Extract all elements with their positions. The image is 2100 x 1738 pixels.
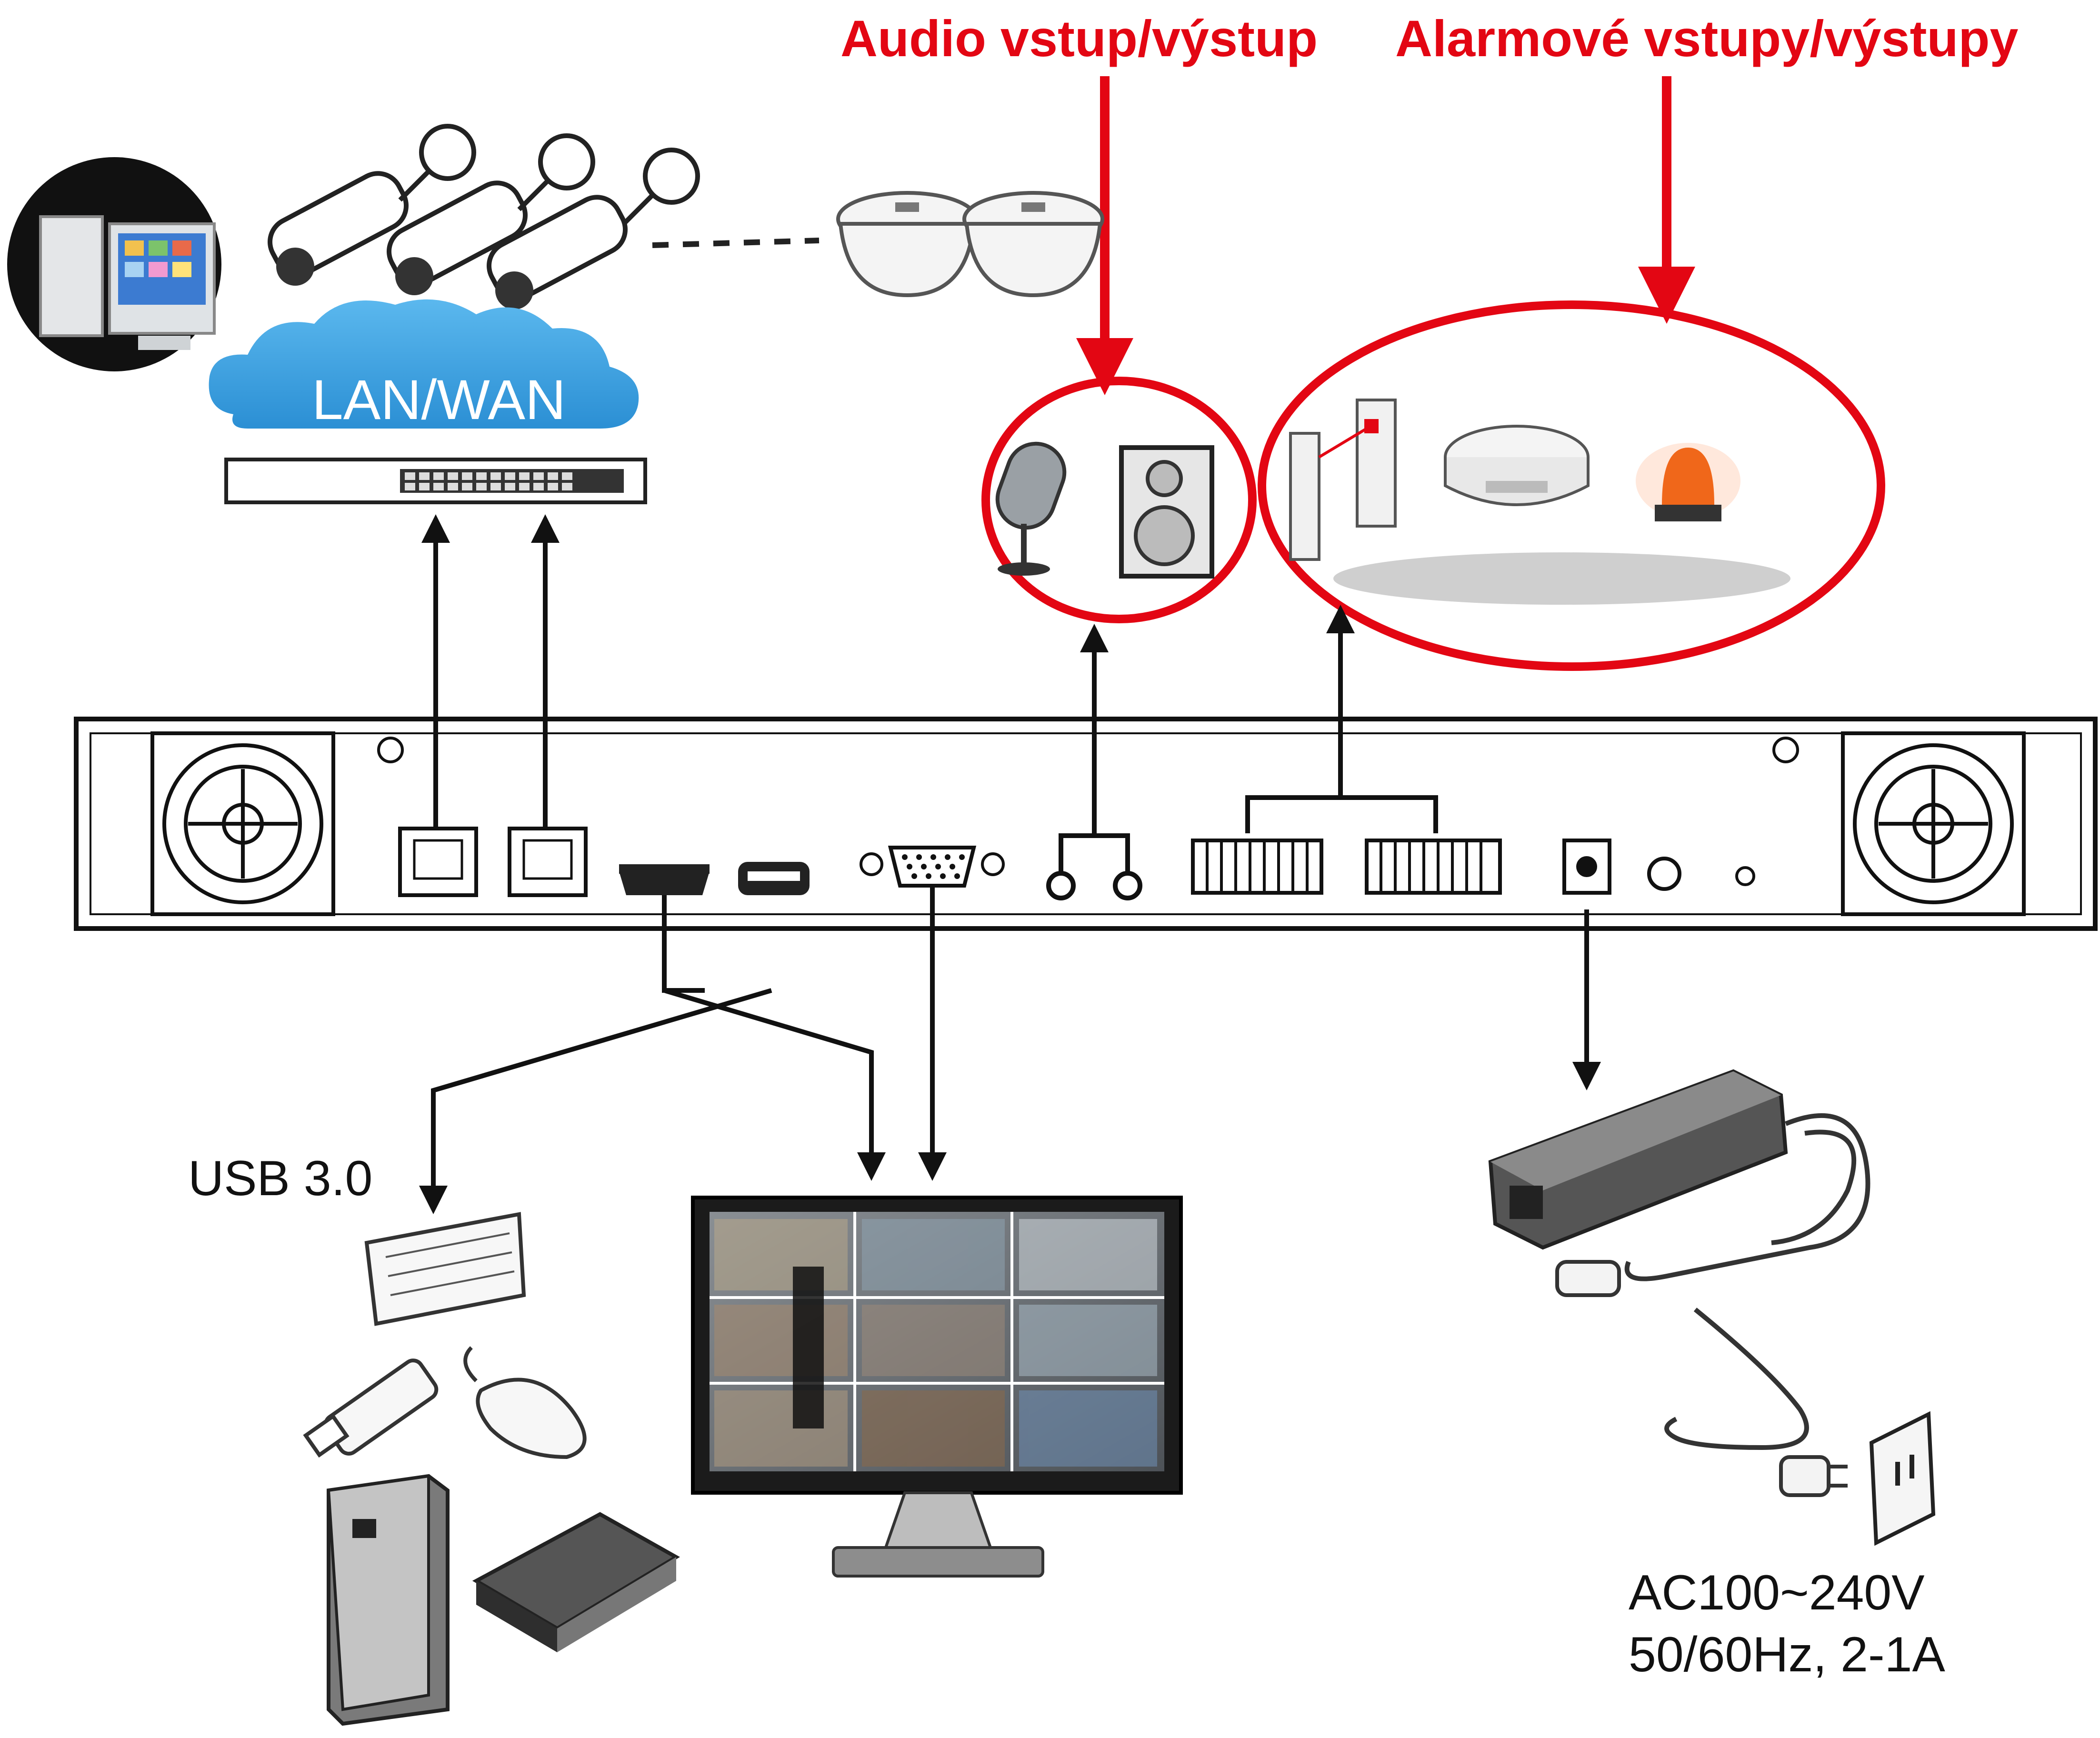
ac-plug-icon bbox=[1779, 1455, 1848, 1497]
smoke-detector-icon bbox=[1444, 425, 1590, 506]
mouse-icon bbox=[463, 1346, 587, 1459]
keyboard-icon bbox=[364, 1212, 526, 1326]
alarm-floor-shadow bbox=[1333, 552, 1790, 605]
hdmi-port bbox=[619, 864, 710, 895]
alarm-beacon-icon bbox=[1636, 443, 1740, 521]
dome-camera-icon bbox=[836, 191, 1104, 298]
door-sensor-icon bbox=[1289, 399, 1397, 561]
audio-jacks bbox=[1046, 871, 1142, 900]
power-adapter-icon bbox=[1488, 1069, 1870, 1497]
lan-wan-cloud: LAN/WAN bbox=[209, 299, 639, 431]
external-hdd-icon bbox=[327, 1474, 450, 1726]
audio-title: Audio vstup/výstup bbox=[840, 10, 1318, 67]
camera-dashed-link bbox=[652, 238, 820, 248]
power-spec-line2: 50/60Hz, 2-1A bbox=[1629, 1627, 1945, 1682]
computer-icon bbox=[7, 157, 221, 371]
fan-right-icon bbox=[1841, 731, 2026, 916]
portable-hdd-icon bbox=[472, 1512, 680, 1652]
power-spec-line1: AC100~240V bbox=[1629, 1565, 1925, 1620]
network-label: LAN/WAN bbox=[312, 369, 566, 431]
usb-drive-icon bbox=[303, 1358, 439, 1458]
bullet-camera-icon bbox=[268, 124, 700, 310]
alarm-link bbox=[1245, 605, 1438, 833]
speaker-icon bbox=[1119, 445, 1214, 579]
audio-link bbox=[1059, 624, 1130, 871]
alarm-terminal-block-2 bbox=[1365, 839, 1502, 895]
usb-label: USB 3.0 bbox=[188, 1151, 372, 1206]
alarm-terminal-block-1 bbox=[1191, 839, 1323, 895]
network-switch-icon bbox=[224, 458, 647, 504]
alarm-title: Alarmové vstupy/výstupy bbox=[1395, 10, 2019, 67]
usb-port bbox=[738, 862, 810, 895]
alarm-group-ellipse bbox=[1258, 300, 1885, 671]
hdmi-usb-crossover bbox=[419, 895, 886, 1214]
nvr-rear-panel bbox=[74, 717, 2098, 931]
status-led bbox=[1735, 866, 1755, 886]
audio-group-ellipse bbox=[981, 377, 1257, 623]
fan-left-icon bbox=[150, 731, 335, 916]
iec-plug-icon bbox=[1555, 1260, 1621, 1297]
lan-port-2 bbox=[508, 827, 588, 897]
dc-power-jack bbox=[1562, 839, 1611, 895]
monitor-icon bbox=[691, 1196, 1183, 1578]
wall-outlet-icon bbox=[1869, 1411, 1936, 1546]
lan-port-1 bbox=[398, 827, 478, 897]
reset-button bbox=[1647, 857, 1681, 891]
microphone-icon bbox=[995, 441, 1067, 576]
vga-port bbox=[860, 846, 1005, 888]
